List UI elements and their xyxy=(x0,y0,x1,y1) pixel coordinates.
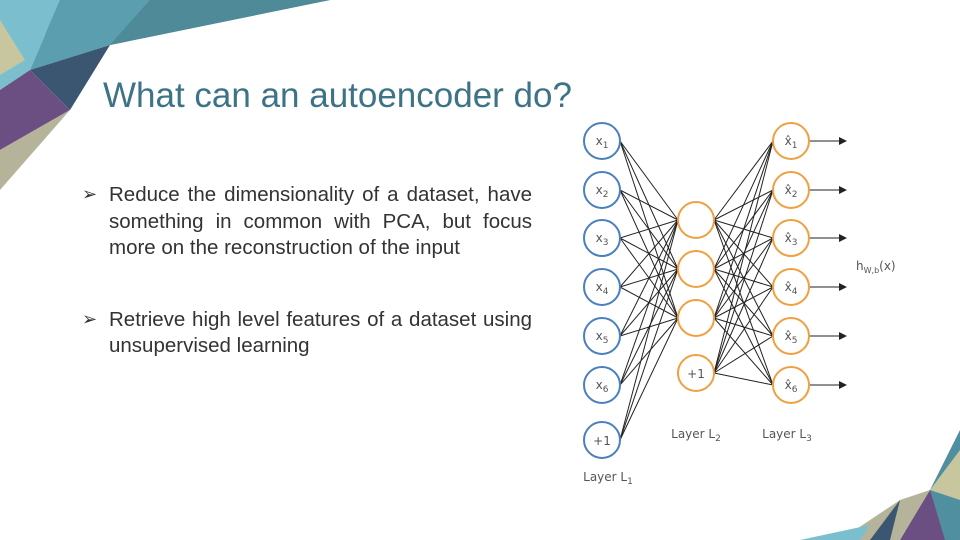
bottom-right-decoration xyxy=(800,430,960,540)
edge-hidden-output xyxy=(713,189,774,319)
output-node-label: x̂2 xyxy=(785,183,798,200)
edge-input-hidden xyxy=(619,317,679,386)
hidden-node xyxy=(677,299,715,337)
bullet-item: ➢ Reduce the dimensionality of a dataset… xyxy=(82,182,532,262)
layer-label: Layer L3 xyxy=(762,427,812,444)
output-node xyxy=(772,219,810,257)
input-node xyxy=(583,122,621,160)
edge-input-hidden xyxy=(619,219,679,239)
edge-input-hidden xyxy=(619,219,679,337)
bullet-list: ➢ Reduce the dimensionality of a dataset… xyxy=(82,182,532,405)
edge-input-hidden xyxy=(619,268,679,441)
edge-input-hidden xyxy=(619,219,679,288)
arrow-bullet-icon: ➢ xyxy=(82,308,98,330)
edge-hidden-output xyxy=(713,189,774,374)
edge-hidden-output xyxy=(713,372,774,386)
output-node-label: x̂3 xyxy=(785,231,798,248)
input-node xyxy=(583,317,621,355)
edge-hidden-output xyxy=(713,237,774,319)
hidden-node xyxy=(677,201,715,239)
input-node-label: x6 xyxy=(596,378,609,395)
edge-hidden-output xyxy=(713,335,774,374)
input-node-label: x4 xyxy=(596,280,609,297)
input-node xyxy=(583,219,621,257)
layer-label: Layer L1 xyxy=(583,470,633,487)
output-node-label: x̂6 xyxy=(785,378,798,395)
output-node xyxy=(772,317,810,355)
bullet-text: Reduce the dimensionality of a dataset, … xyxy=(109,183,532,259)
edge-input-hidden xyxy=(619,317,679,441)
edge-hidden-output xyxy=(713,286,774,374)
bullet-item: ➢ Retrieve high level features of a data… xyxy=(82,307,532,360)
layer-label: Layer L2 xyxy=(671,427,721,444)
hidden-bias-node xyxy=(677,354,715,392)
edge-input-hidden xyxy=(619,219,679,386)
output-function-label: hW,b(x) xyxy=(856,259,896,275)
hidden-node xyxy=(677,250,715,288)
input-node xyxy=(583,171,621,209)
connection-lines xyxy=(619,140,774,441)
input-bias-label: +1 xyxy=(593,434,611,448)
edge-hidden-output xyxy=(713,237,774,374)
output-node-label: x̂5 xyxy=(785,329,798,346)
input-bias-node xyxy=(583,421,621,459)
top-left-decoration xyxy=(0,0,330,190)
slide-title: What can an autoencoder do? xyxy=(103,76,572,115)
edge-hidden-output xyxy=(713,317,774,386)
output-node xyxy=(772,268,810,306)
edge-hidden-output xyxy=(713,317,774,337)
edge-input-hidden xyxy=(619,189,679,221)
output-node xyxy=(772,122,810,160)
output-node-label: x̂1 xyxy=(785,134,798,151)
edge-hidden-output xyxy=(713,140,774,221)
input-node xyxy=(583,268,621,306)
output-node xyxy=(772,366,810,404)
hidden-bias-label: +1 xyxy=(687,367,705,381)
edge-hidden-output xyxy=(713,140,774,374)
input-node-label: x3 xyxy=(596,231,609,248)
arrow-bullet-icon: ➢ xyxy=(82,184,98,205)
input-node-label: x1 xyxy=(596,134,609,151)
bullet-text: Retrieve high level features of a datase… xyxy=(109,307,532,358)
output-node xyxy=(772,171,810,209)
autoencoder-network-diagram: x1 x2 x3 x4 x5 x6 +1 +1 x̂1 x̂2 x̂3 x̂4 x̂5 x̂6 hW,b(x… xyxy=(583,122,896,487)
edge-input-hidden xyxy=(619,140,679,221)
input-node xyxy=(583,366,621,404)
edge-input-hidden xyxy=(619,268,679,386)
edge-hidden-output xyxy=(713,286,774,319)
input-node-label: x5 xyxy=(596,329,609,346)
edge-input-hidden xyxy=(619,219,679,441)
output-node-label: x̂4 xyxy=(785,280,798,297)
edge-hidden-output xyxy=(713,140,774,270)
edge-hidden-output xyxy=(713,140,774,319)
input-node-label: x2 xyxy=(596,183,609,200)
